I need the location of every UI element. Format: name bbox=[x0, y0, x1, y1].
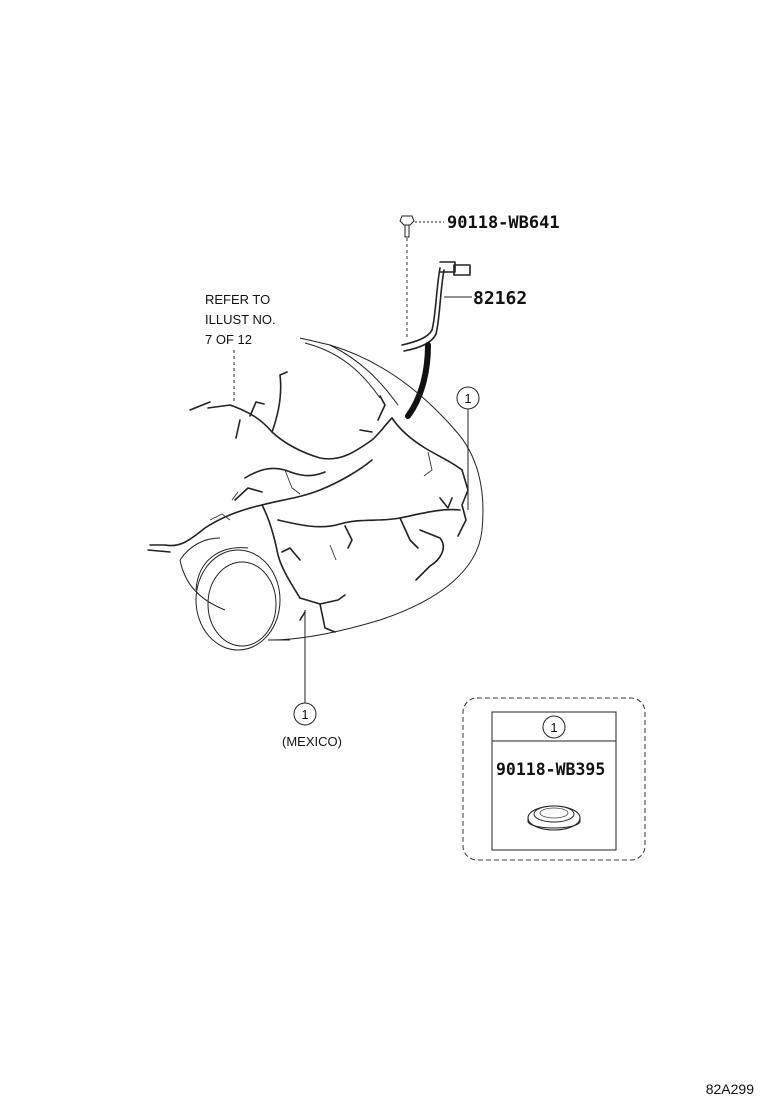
refer-note-line3: 7 OF 12 bbox=[205, 332, 252, 347]
refer-note-line1: REFER TO bbox=[205, 292, 270, 307]
inset-callout-marker-label: 1 bbox=[550, 720, 557, 735]
vehicle-body-outline bbox=[179, 337, 484, 651]
illustration-code: 82A299 bbox=[706, 1081, 754, 1097]
bolt-icon bbox=[399, 215, 415, 340]
refer-note-line2: ILLUST NO. bbox=[205, 312, 276, 327]
callout-marker-right-label: 1 bbox=[464, 391, 471, 406]
callout-marker-mexico-label: 1 bbox=[301, 707, 308, 722]
inset-callout-marker[interactable] bbox=[542, 715, 566, 739]
grommet-part-number[interactable]: 90118-WB395 bbox=[496, 760, 605, 779]
engine-wire-harness bbox=[147, 371, 469, 633]
ground-cable-icon bbox=[401, 261, 471, 419]
cable-part-number[interactable]: 82162 bbox=[473, 288, 527, 309]
mexico-note: (MEXICO) bbox=[282, 734, 342, 749]
bolt-part-number[interactable]: 90118-WB641 bbox=[447, 213, 560, 233]
grommet-icon bbox=[527, 805, 581, 831]
callout-marker-mexico[interactable] bbox=[293, 702, 317, 726]
